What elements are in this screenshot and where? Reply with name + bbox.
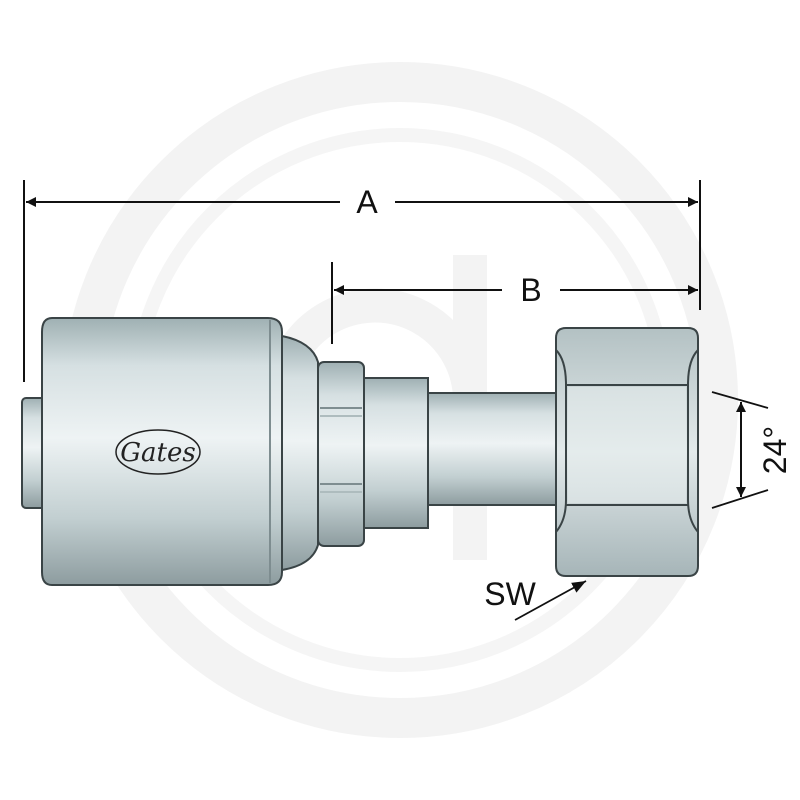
wrench-size-label: SW <box>484 576 536 612</box>
ferrule-shoulder <box>281 334 319 572</box>
stem-tube <box>427 392 561 506</box>
dimension-b-label: B <box>520 272 541 308</box>
dimension-b: B <box>331 262 698 344</box>
collar <box>317 361 365 547</box>
dimension-a: A <box>23 180 701 382</box>
hex-nut <box>555 327 699 577</box>
wrench-size-callout: SW <box>484 576 587 621</box>
step-sleeve <box>363 377 429 529</box>
angle-label: 24° <box>757 426 793 474</box>
angle-indicator: 24° <box>711 391 793 509</box>
ferrule <box>41 317 283 586</box>
dimension-a-label: A <box>356 184 378 220</box>
gates-logo: Gates <box>115 429 201 475</box>
logo-text: Gates <box>120 438 195 468</box>
